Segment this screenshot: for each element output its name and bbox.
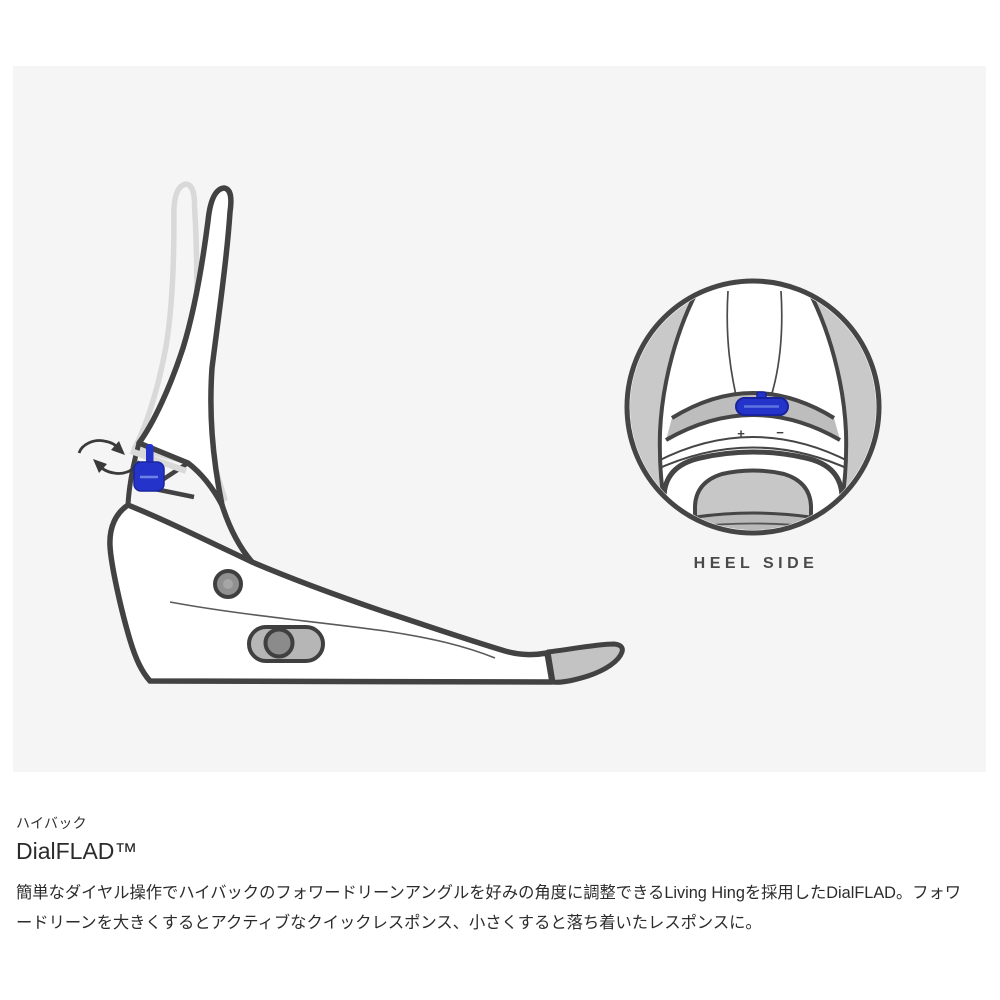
feature-description: 簡単なダイヤル操作でハイバックのフォワードリーンアングルを好みの角度に調整できる… xyxy=(16,884,962,932)
feature-title: DialFLAD™ xyxy=(16,838,138,864)
toe-ramp xyxy=(545,641,625,685)
heel-bolt-center xyxy=(223,579,233,589)
highback xyxy=(136,185,234,508)
rotate-cycle-arrows-icon xyxy=(77,439,141,475)
detail-dial xyxy=(735,391,789,416)
binding-side-view xyxy=(77,181,625,685)
baseplate-seam xyxy=(169,601,496,659)
arch-base-strip xyxy=(696,513,810,530)
ghost-lower-edge xyxy=(129,448,188,474)
heelcup-left-edge xyxy=(125,442,142,506)
heel-side-caption: HEEL SIDE xyxy=(694,555,819,572)
baseplate xyxy=(107,502,555,685)
slider-knob xyxy=(263,627,295,659)
plus-mark: + xyxy=(737,426,745,441)
category-label: ハイバック xyxy=(16,815,87,831)
collar-lines xyxy=(652,436,854,472)
forward-lean-dial xyxy=(133,444,165,492)
minus-mark: − xyxy=(776,425,784,440)
heel-side-detail: + − HEEL SIDE xyxy=(624,278,882,572)
dial-band xyxy=(666,393,840,440)
